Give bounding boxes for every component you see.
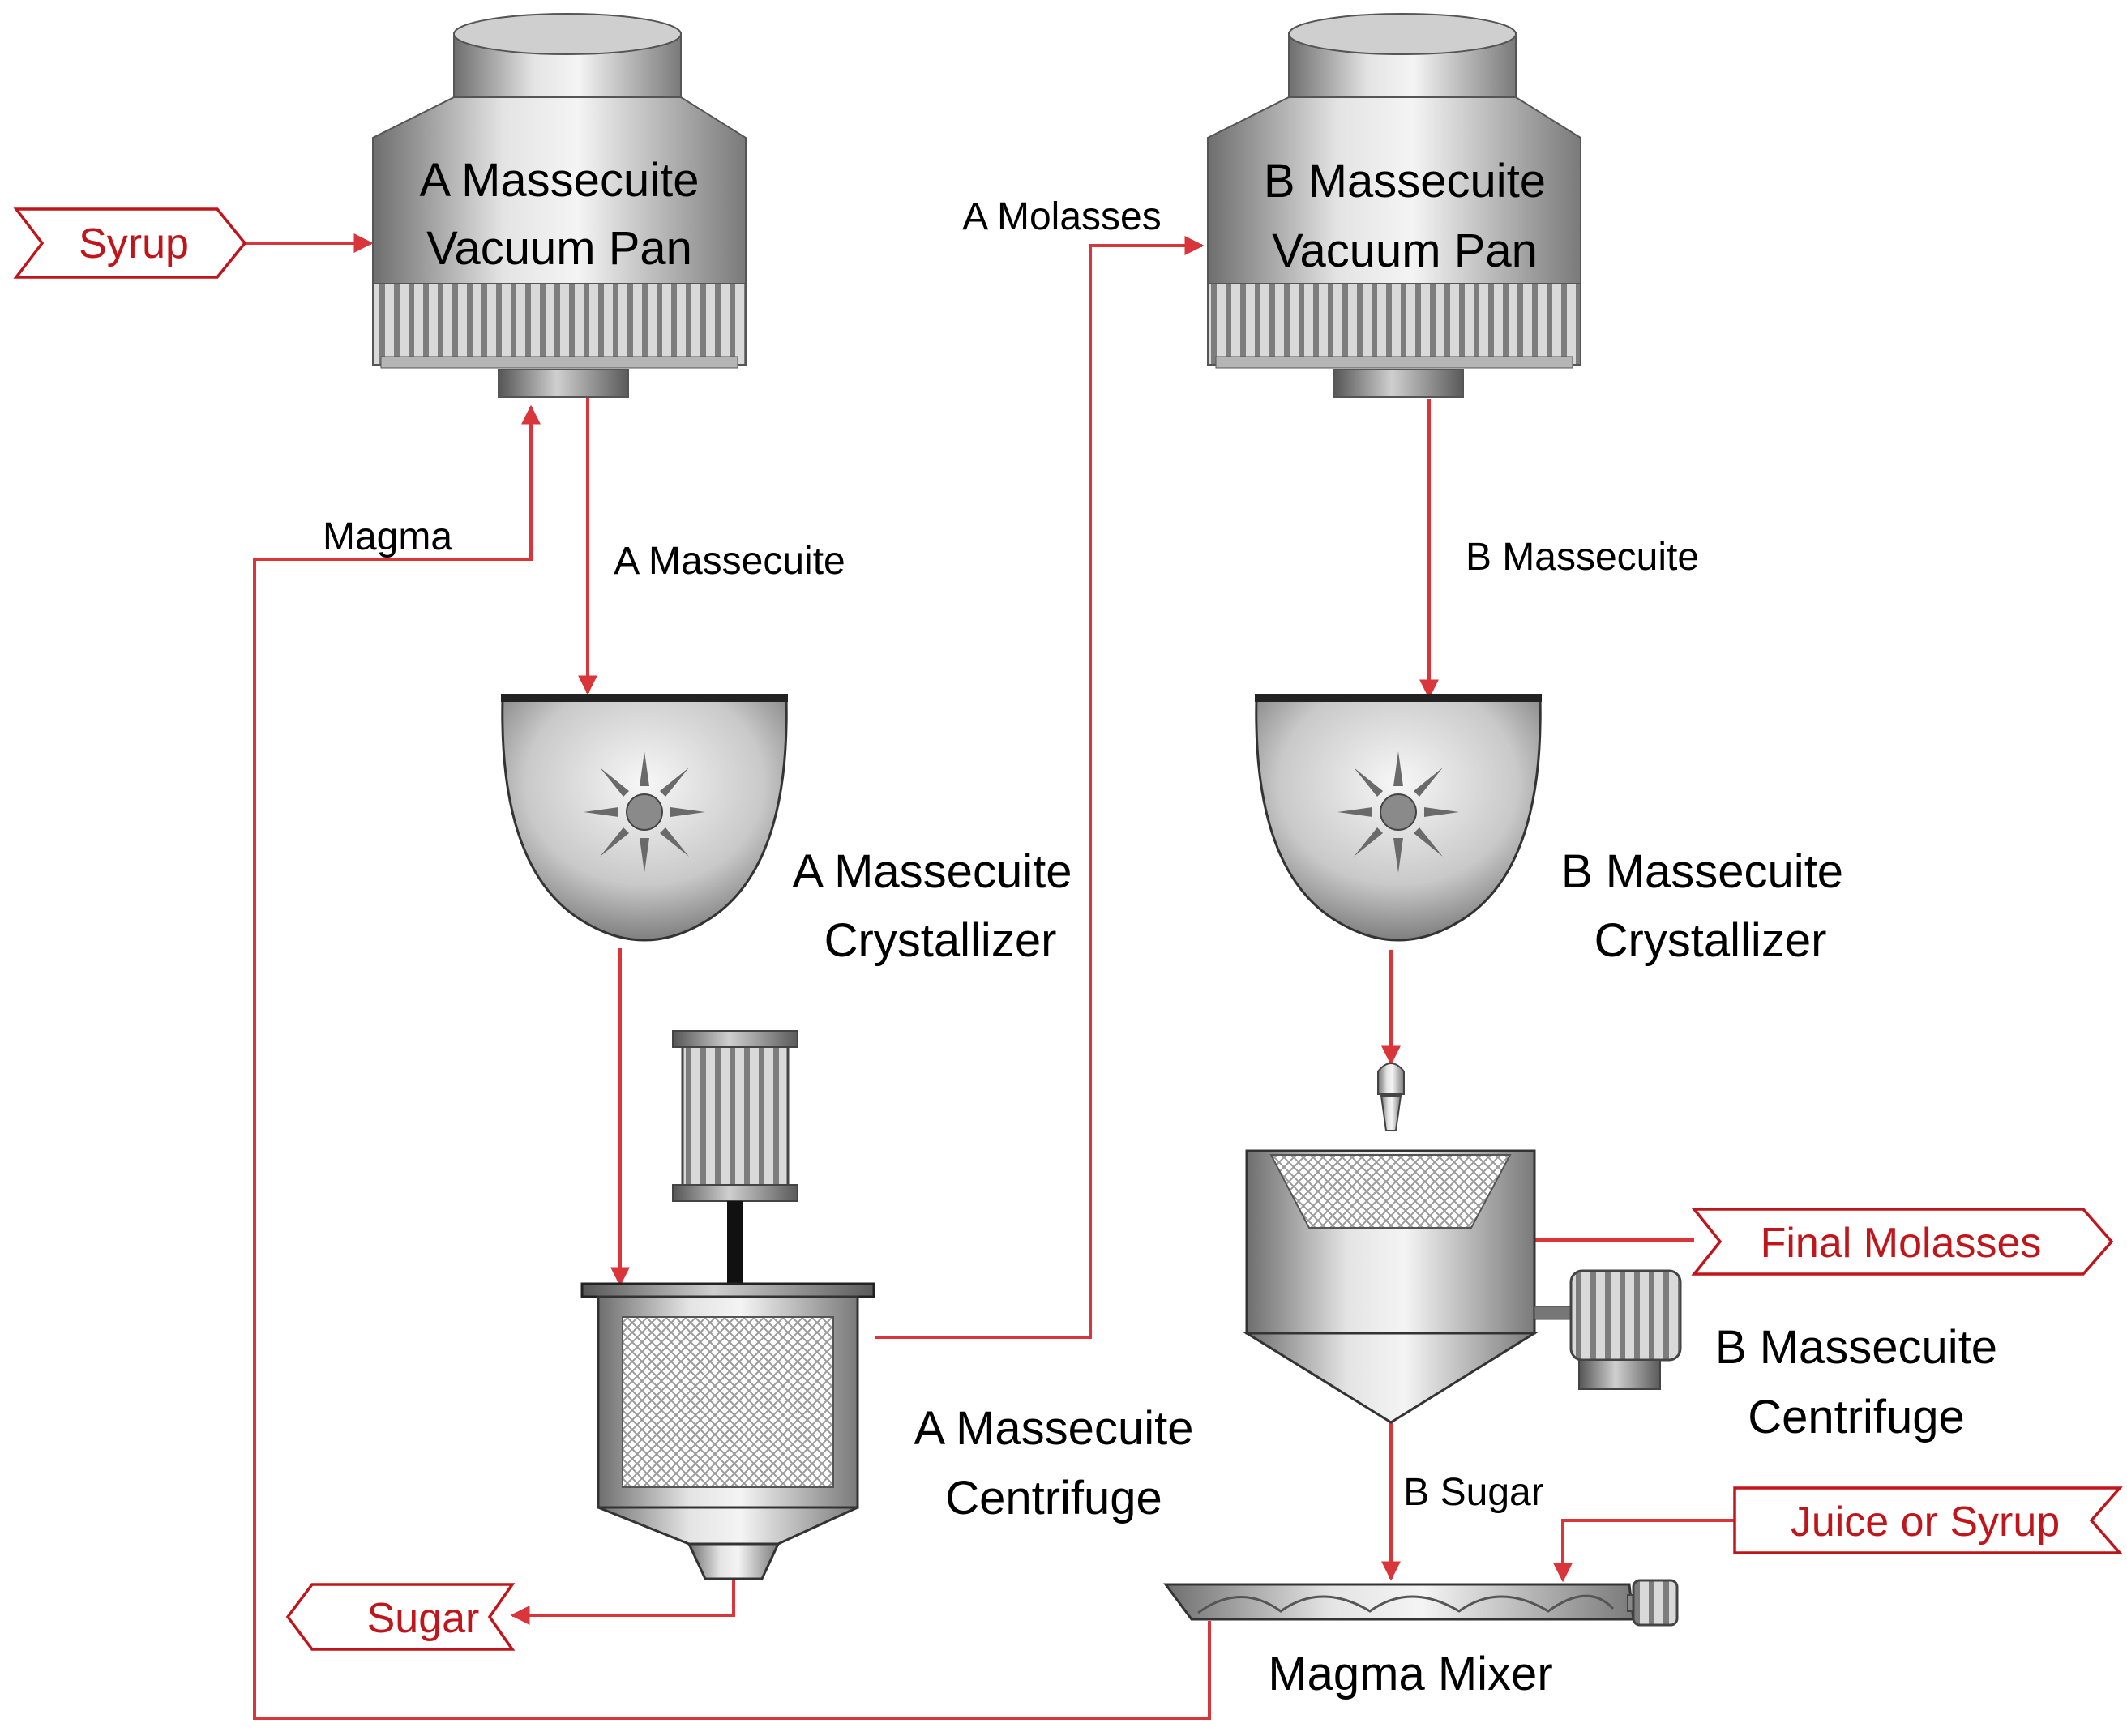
magma-mixer-label: Magma Mixer: [1268, 1648, 1552, 1700]
a-centrifuge-to-sugar-line: [510, 1580, 735, 1625]
magma-mixer: [1163, 1579, 1679, 1627]
motor-icon: [1569, 1269, 1682, 1362]
b-vacuum-pan-label-1: B Massecuite: [1264, 155, 1546, 207]
a-vacuum-pan: [372, 13, 747, 398]
b-sugar-label: B Sugar: [1403, 1471, 1543, 1514]
a-centrifuge-label-2: Centrifuge: [945, 1472, 1162, 1524]
a-centrifuge: [580, 1030, 875, 1580]
a-molasses-label: A Molasses: [962, 195, 1161, 238]
b-centrifuge: [1242, 1063, 1682, 1424]
b-massecuite-stream-label: B Massecuite: [1466, 536, 1699, 579]
b-vacuum-pan-label-2: Vacuum Pan: [1272, 224, 1538, 277]
sugar-tag-shape: [285, 1583, 516, 1651]
b-crystallizer: [1255, 694, 1542, 942]
syrup-tag-shape: [13, 207, 247, 279]
magma-label: Magma: [323, 515, 452, 558]
agitator-icon: [1337, 751, 1459, 873]
juice-or-syrup-tag-shape: [1733, 1486, 2123, 1554]
juice-or-syrup-line: [1553, 1519, 1735, 1583]
equipment-labels: A Massecuite Vacuum Pan B Massecuite Vac…: [420, 154, 1998, 1700]
b-crystallizer-label-2: Crystallizer: [1594, 914, 1827, 967]
a-molasses-line: [875, 236, 1205, 1339]
stream-labels: A Molasses Magma A Massecuite B Massecui…: [79, 195, 2060, 1642]
a-vacuum-pan-label-2: Vacuum Pan: [426, 222, 692, 275]
b-centrifuge-label-2: Centrifuge: [1748, 1391, 1965, 1443]
flow-lines: [245, 233, 1735, 1720]
juice-or-syrup-label: Juice or Syrup: [1791, 1499, 2060, 1546]
sugar-label: Sugar: [367, 1595, 480, 1642]
syrup-label: Syrup: [79, 220, 189, 267]
motor-icon: [681, 1037, 790, 1195]
final-molasses-label: Final Molasses: [1761, 1220, 2042, 1267]
io-tags: [13, 207, 2123, 1651]
b-centrifuge-label-1: B Massecuite: [1715, 1321, 1997, 1374]
b-crystallizer-label-1: B Massecuite: [1561, 845, 1843, 898]
magma-return-line: [253, 404, 1211, 1720]
a-crystallizer-label-1: A Massecuite: [793, 845, 1072, 898]
a-vacuum-pan-label-1: A Massecuite: [420, 154, 700, 207]
a-crystallizer-label-2: Crystallizer: [824, 914, 1057, 967]
screw-conveyor-icon: [1197, 1594, 1615, 1614]
b-vacuum-pan: [1207, 13, 1581, 398]
a-centrifuge-label-1: A Massecuite: [914, 1402, 1194, 1455]
a-massecuite-stream-label: A Massecuite: [614, 540, 845, 583]
final-molasses-tag-shape: [1691, 1208, 2114, 1276]
a-crystallizer: [501, 694, 788, 942]
agitator-icon: [584, 751, 705, 873]
